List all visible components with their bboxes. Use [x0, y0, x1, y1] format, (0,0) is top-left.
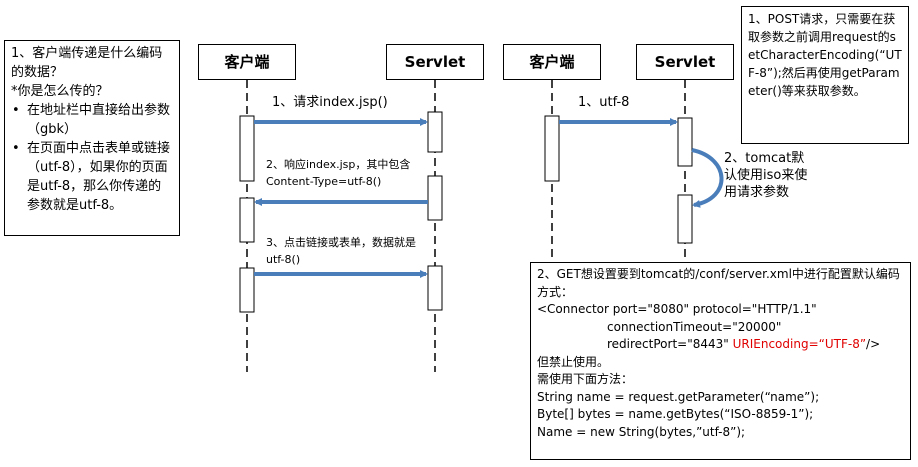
post-request-text: 1、POST请求，只需要在获取参数之前调用request的setCharacte…: [748, 12, 902, 98]
connector-close: />: [866, 337, 881, 351]
connector-line3: redirectPort="8443" URIEncoding=“UTF-8”/…: [537, 336, 904, 354]
get-note-method: 需使用下面方法：: [537, 372, 634, 386]
post-request-note: 1、POST请求，只需要在获取参数之前调用request的setCharacte…: [741, 6, 909, 144]
participant-client-2: 客户端: [503, 44, 601, 80]
connector-line1: <Connector port="8080" protocol="HTTP/1.…: [537, 302, 817, 316]
activation-client-1b: [239, 197, 255, 243]
code-line3: Name = new String(bytes,”utf-8”);: [537, 424, 746, 439]
left-note-bullets: 在地址栏中直接给出参数（gbk） 在页面中点击表单或链接（utf-8），如果你的…: [11, 101, 173, 215]
get-request-note: 2、GET想设置要到tomcat的/conf/server.xml中进行配置默认…: [530, 262, 911, 460]
message-request-label: 1、请求index.jsp(): [272, 95, 388, 110]
left-note-question: *你是怎么传的？: [11, 84, 109, 99]
participant-servlet-2: Servlet: [636, 44, 734, 80]
message-submit-label: 3、点击链接或表单，数据就是utf-8(): [266, 236, 416, 266]
connector-line2: connectionTimeout="20000": [607, 319, 782, 334]
activation-servlet-1b: [427, 175, 443, 221]
participant-client-1: 客户端: [198, 44, 296, 80]
activation-servlet-2b: [677, 194, 693, 244]
self-arrow-curve: [691, 148, 724, 208]
left-note-title: 1、客户端传递是什么编码的数据？: [11, 46, 163, 80]
activation-client-1a: [239, 115, 255, 182]
activation-servlet-1a: [427, 111, 443, 153]
message-response-label: 2、响应index.jsp，其中包含Content-Type=utf-8(): [266, 158, 411, 188]
uri-encoding-attr: URIEncoding=“UTF-8”: [732, 337, 867, 351]
get-note-forbid: 但禁止使用。: [537, 354, 610, 369]
activation-client-1c: [239, 267, 255, 313]
activation-servlet-2a: [677, 117, 693, 167]
activation-client-2a: [544, 115, 560, 182]
left-note-bullet: 在地址栏中直接给出参数（gbk）: [12, 101, 173, 139]
left-note-bullet: 在页面中点击表单或链接（utf-8），如果你的页面是utf-8，那么你传递的参数…: [12, 139, 173, 215]
message-utf8-label: 1、utf-8: [578, 95, 630, 110]
code-line2: Byte[] bytes = name.getBytes(“ISO-8859-1…: [537, 407, 814, 421]
left-note: 1、客户端传递是什么编码的数据？ *你是怎么传的？ 在地址栏中直接给出参数（gb…: [4, 40, 180, 236]
activation-servlet-1c: [427, 265, 443, 311]
self-message-label: 2、tomcat默认使用iso来使用请求参数: [724, 151, 808, 200]
code-line1: String name = request.getParameter(“name…: [537, 389, 820, 404]
participant-servlet-1: Servlet: [386, 44, 484, 80]
get-note-line1: 2、GET想设置要到tomcat的/conf/server.xml中进行配置默认…: [537, 267, 900, 299]
connector-redirect-port: redirectPort="8443": [607, 337, 729, 351]
